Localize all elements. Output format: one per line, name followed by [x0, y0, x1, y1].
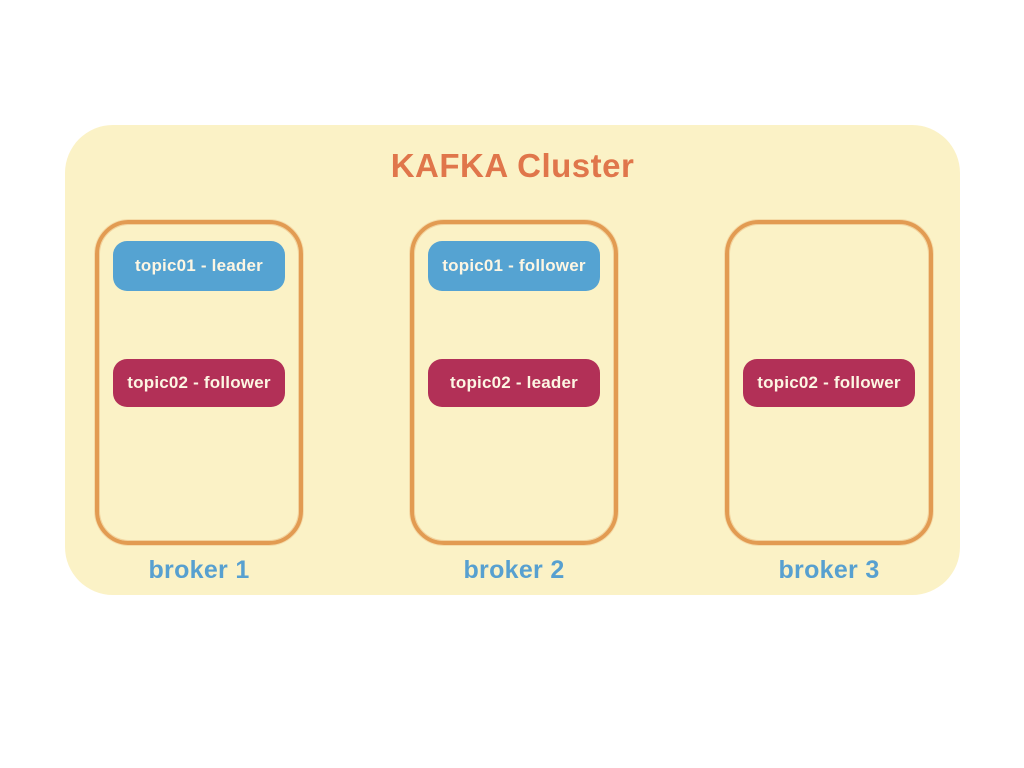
broker-2-box: topic01 - follower topic02 - leader	[410, 220, 618, 545]
broker-3-label: broker 3	[778, 556, 880, 584]
broker-1-box: topic01 - leader topic02 - follower	[95, 220, 303, 545]
broker-2-label: broker 2	[463, 556, 565, 584]
broker-3-topic02-follower-chip: topic02 - follower	[743, 359, 915, 407]
broker-2-topic01-follower-chip: topic01 - follower	[428, 241, 600, 291]
cluster-title: KAFKA Cluster	[390, 147, 635, 184]
broker-1-topic02-follower-chip: topic02 - follower	[113, 359, 285, 407]
kafka-cluster-container: KAFKA Cluster topic01 - leader topic02 -…	[65, 125, 960, 595]
broker-1-topic01-leader-chip: topic01 - leader	[113, 241, 285, 291]
broker-2-topic02-leader-chip: topic02 - leader	[428, 359, 600, 407]
broker-1-label: broker 1	[148, 556, 250, 584]
broker-3-box: topic02 - follower	[725, 220, 933, 545]
